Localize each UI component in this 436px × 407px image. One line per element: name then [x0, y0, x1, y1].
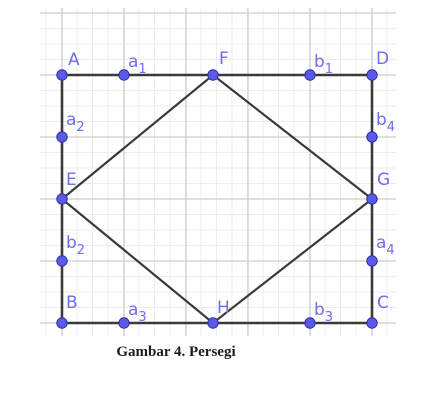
point-label-subscript: 3	[325, 310, 333, 325]
point-label-a4: a4	[376, 233, 395, 258]
point-label-subscript: 3	[138, 310, 146, 325]
point-label-b2: b2	[66, 233, 85, 258]
point-b3	[304, 317, 316, 329]
point-label-c: C	[377, 293, 389, 313]
point-label-subscript: 4	[387, 120, 395, 135]
point-a4	[366, 255, 378, 267]
point-g	[366, 193, 378, 205]
point-label-h: H	[217, 298, 230, 318]
point-label-b: B	[66, 293, 78, 313]
point-d	[366, 69, 378, 81]
point-label-subscript: 4	[386, 243, 394, 258]
point-label-b3: b3	[314, 300, 333, 325]
point-c	[366, 317, 378, 329]
point-b4	[366, 131, 378, 143]
point-a1	[118, 69, 130, 81]
point-label-a: A	[68, 50, 80, 70]
point-label-a2: a2	[66, 110, 85, 135]
point-label-e: E	[66, 170, 77, 190]
point-label-subscript: 2	[77, 243, 85, 258]
figure-caption: Gambar 4. Persegi	[116, 344, 236, 360]
point-label-b1: b1	[314, 52, 333, 77]
point-a2	[56, 131, 68, 143]
point-h	[207, 317, 219, 329]
point-label-a3: a3	[128, 300, 147, 325]
point-label-subscript: 1	[138, 62, 146, 77]
point-label-d: D	[376, 49, 389, 69]
coordinate-grid	[40, 8, 396, 336]
point-a	[56, 69, 68, 81]
point-a3	[118, 317, 130, 329]
point-label-a1: a1	[128, 52, 147, 77]
point-e	[56, 193, 68, 205]
point-b	[56, 317, 68, 329]
point-label-g: G	[377, 170, 390, 190]
point-label-subscript: 1	[325, 62, 333, 77]
point-label-subscript: 2	[76, 120, 84, 135]
point-b1	[304, 69, 316, 81]
point-b2	[56, 255, 68, 267]
point-f	[207, 69, 219, 81]
point-label-f: F	[219, 49, 229, 69]
point-label-b4: b4	[376, 110, 395, 135]
